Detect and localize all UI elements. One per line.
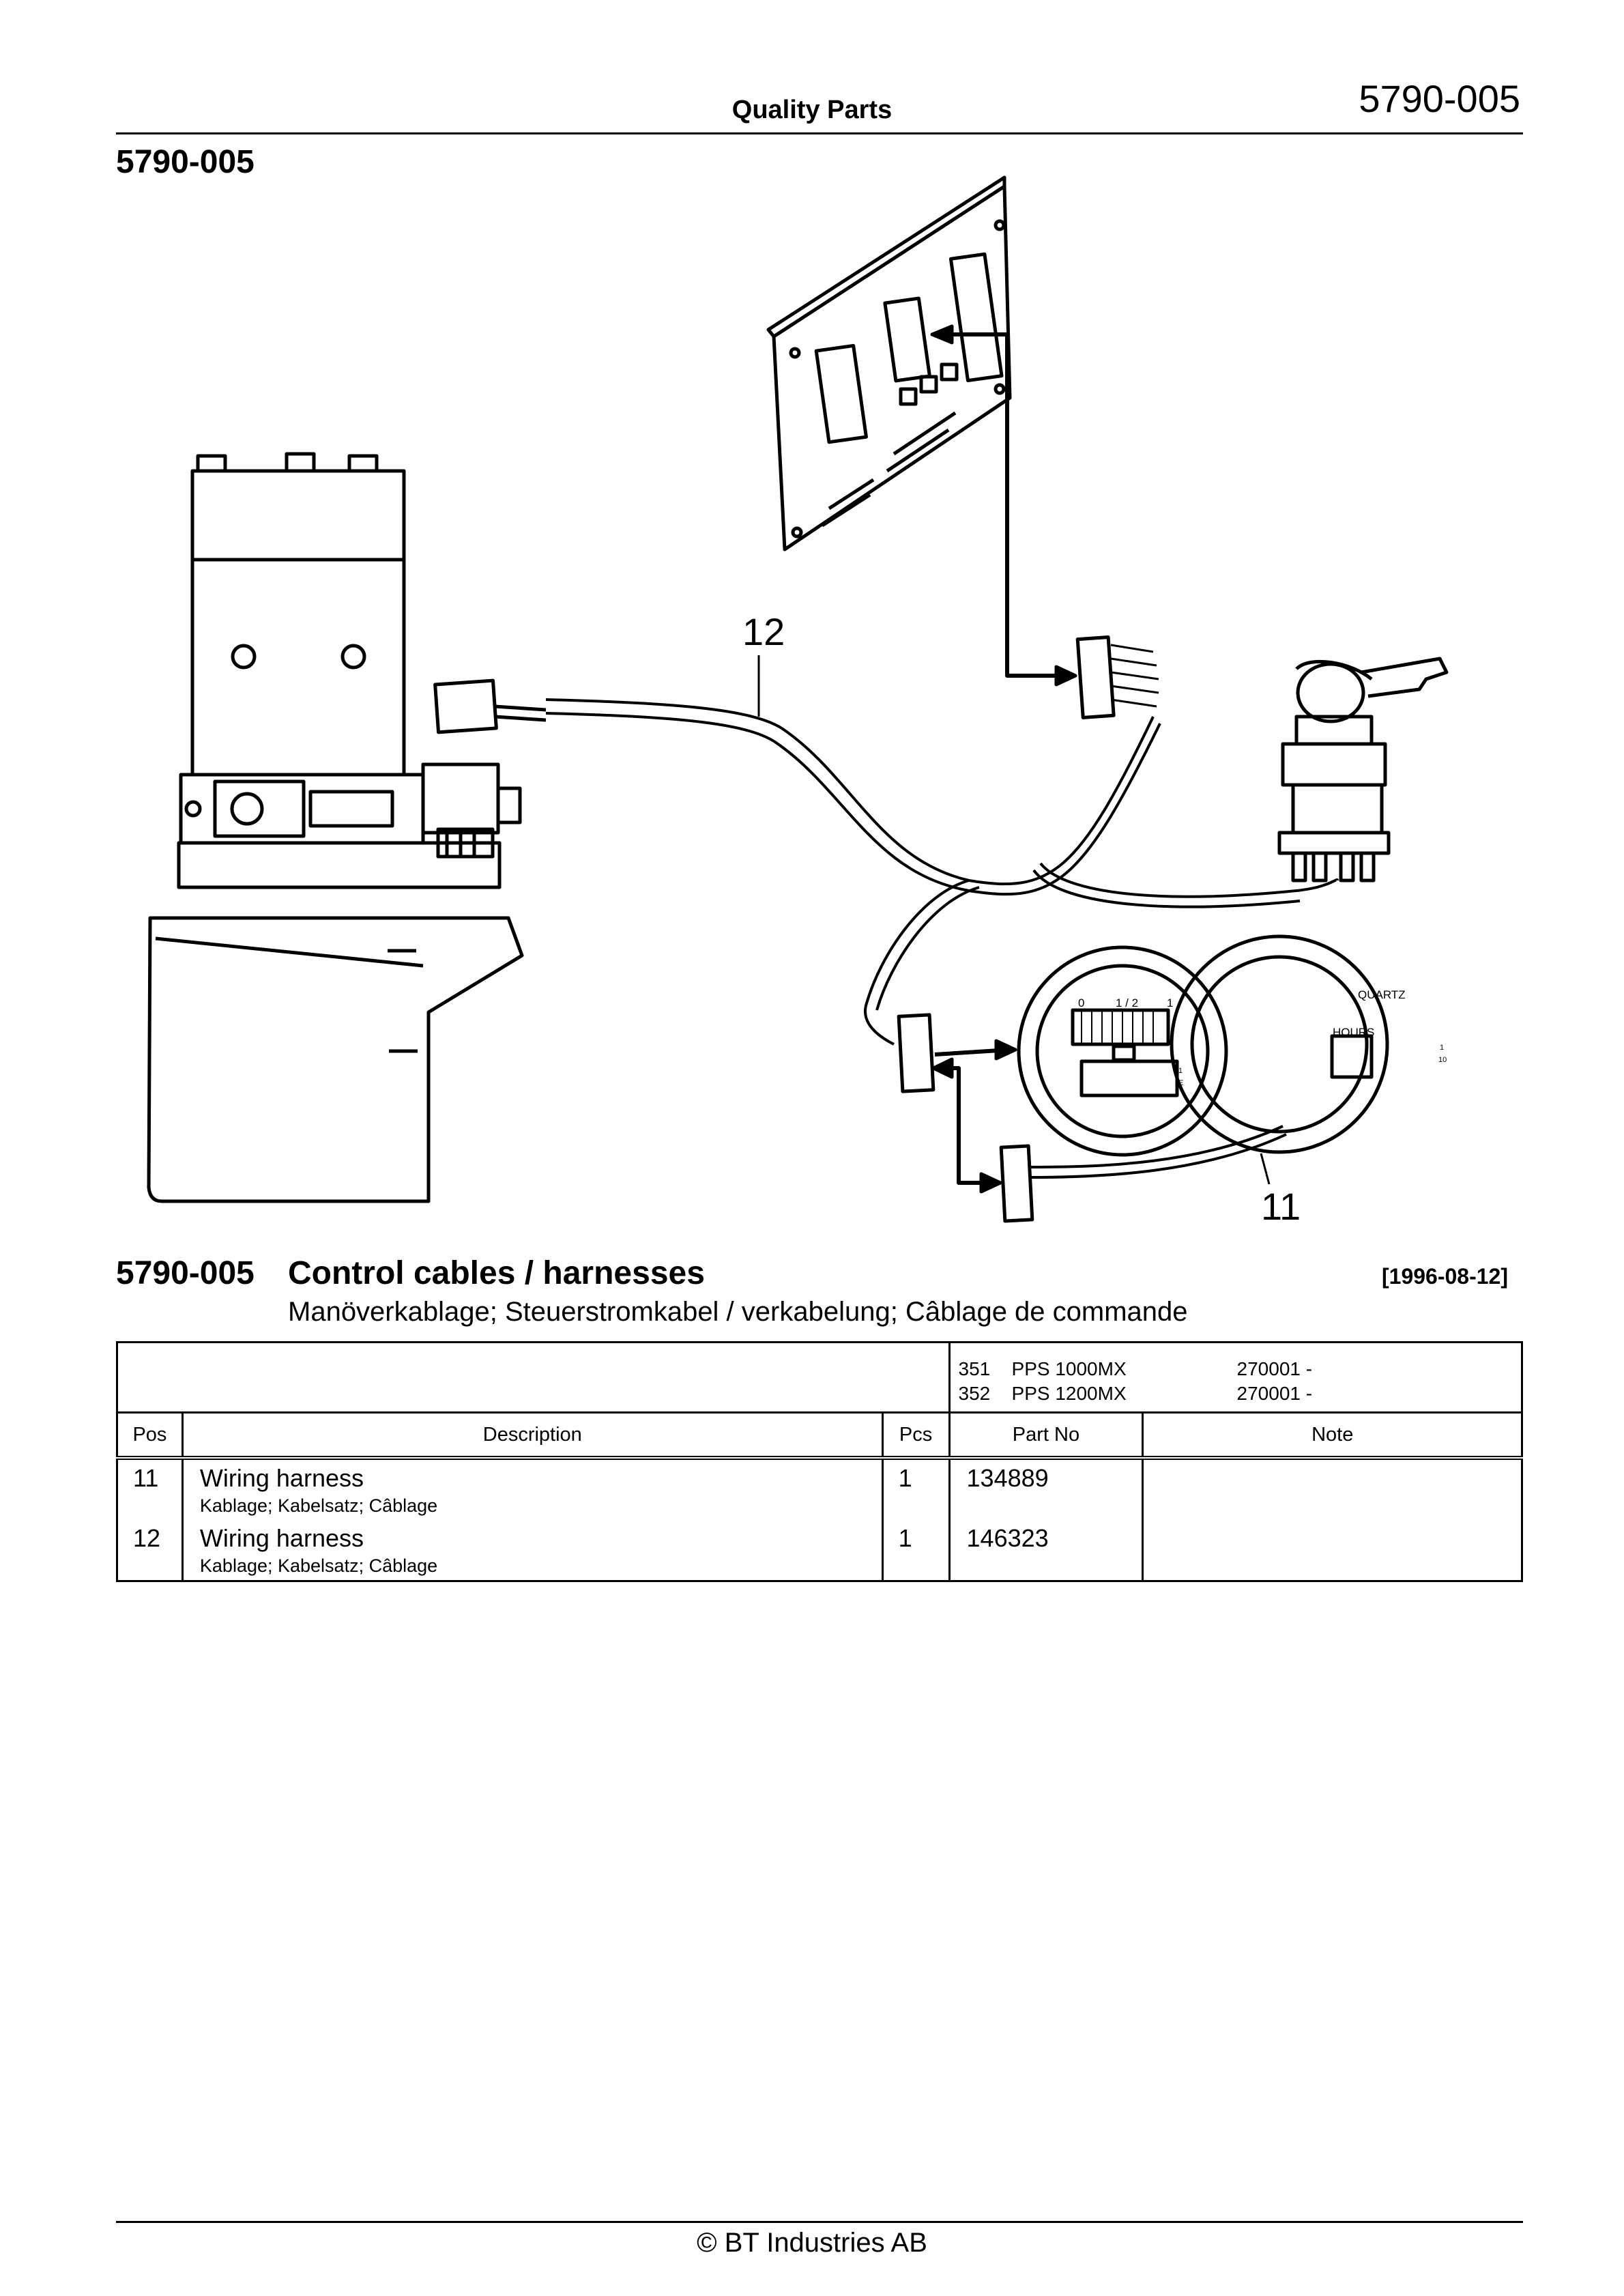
gauge-left-mark-1: E [1178, 1079, 1183, 1087]
battery-gauge [1017, 945, 1228, 1157]
item-translations: Kablage; Kabelsatz; Câblage [199, 1495, 438, 1516]
title-main: Control cables / harnesses [288, 1255, 705, 1291]
gauge-left-tick-1: 1 / 2 [1116, 996, 1138, 1009]
connector-12 [1075, 635, 1159, 719]
item-translations: Kablage; Kabelsatz; Câblage [199, 1555, 438, 1576]
item-pcs: 1 [881, 1458, 951, 1520]
item-pos: 11 [116, 1458, 184, 1520]
gauge-right-brand: QUARTZ [1358, 988, 1406, 1001]
footer-divider [116, 2221, 1523, 2223]
header-title: Quality Parts [731, 96, 893, 124]
variants-row: 351 PPS 1000MX 270001 - 352 PPS 1200MX 2… [116, 1341, 1524, 1414]
variant-code: 352 [958, 1383, 991, 1404]
variant-code: 351 [958, 1358, 991, 1379]
title-date: [1996-08-12] [1382, 1264, 1508, 1289]
column-header-part-no: Part No [948, 1412, 1144, 1460]
column-header-pcs: Pcs [881, 1412, 951, 1460]
harness-11 [897, 1013, 1287, 1223]
table-header-row: Pos Description Pcs Part No Note [116, 1412, 1523, 1460]
item-description-cell: Wiring harness Kablage; Kabelsatz; Câbla… [181, 1458, 884, 1520]
title-code: 5790-005 [116, 1255, 255, 1291]
footer-copyright: © BT Industries AB [697, 2228, 927, 2258]
circuit-board [766, 175, 1012, 551]
column-header-note: Note [1142, 1412, 1523, 1460]
variant-serial: 270001 - [1236, 1358, 1313, 1379]
item-part-no: 134889 [948, 1458, 1144, 1520]
wiring-illustration: 12 11 0 1 / 2 1 1 E QUARTZ HOURS 1 10 [147, 175, 1449, 1228]
table-row: 11 Wiring harness Kablage; Kabelsatz; Câ… [116, 1458, 1523, 1520]
gauge-left-mark-0: 1 [1178, 1067, 1183, 1075]
item-note [1142, 1520, 1523, 1582]
parts-table: 351 PPS 1000MX 270001 - 352 PPS 1200MX 2… [116, 1341, 1524, 1582]
item-note [1142, 1458, 1523, 1520]
variant-model: PPS 1200MX [1011, 1383, 1127, 1404]
table-row: 12 Wiring harness Kablage; Kabelsatz; Câ… [116, 1520, 1523, 1582]
column-header-description: Description [181, 1412, 884, 1460]
title-subtitle: Manöverkablage; Steuerstromkabel / verka… [288, 1297, 1188, 1327]
hour-meter [1170, 934, 1389, 1154]
item-description-cell: Wiring harness Kablage; Kabelsatz; Câbla… [181, 1520, 884, 1582]
item-description: Wiring harness [199, 1524, 364, 1552]
gauge-right-label: HOURS [1333, 1026, 1374, 1039]
callout-11: 11 [1261, 1185, 1301, 1228]
gauge-left-tick-0: 0 [1078, 996, 1084, 1009]
variants-cell: 351 PPS 1000MX 270001 - 352 PPS 1200MX 2… [948, 1341, 1524, 1414]
gauge-right-mark-1: 10 [1438, 1056, 1447, 1064]
item-pos: 12 [116, 1520, 184, 1582]
section-code: 5790-005 [116, 144, 255, 180]
gauge-left-tick-2: 1 [1167, 996, 1173, 1009]
variant-model: PPS 1000MX [1011, 1358, 1127, 1379]
key-switch [1032, 657, 1449, 908]
item-pcs: 1 [881, 1520, 951, 1582]
variant-serial: 270001 - [1236, 1383, 1313, 1404]
header-divider [116, 132, 1523, 134]
gauge-right-mark-0: 1 [1440, 1044, 1444, 1052]
callout-12: 12 [742, 610, 785, 653]
control-unit [147, 452, 547, 1203]
item-description: Wiring harness [199, 1464, 364, 1492]
column-header-pos: Pos [116, 1412, 184, 1460]
document-number: 5790-005 [1359, 77, 1520, 120]
item-part-no: 146323 [948, 1520, 1144, 1582]
